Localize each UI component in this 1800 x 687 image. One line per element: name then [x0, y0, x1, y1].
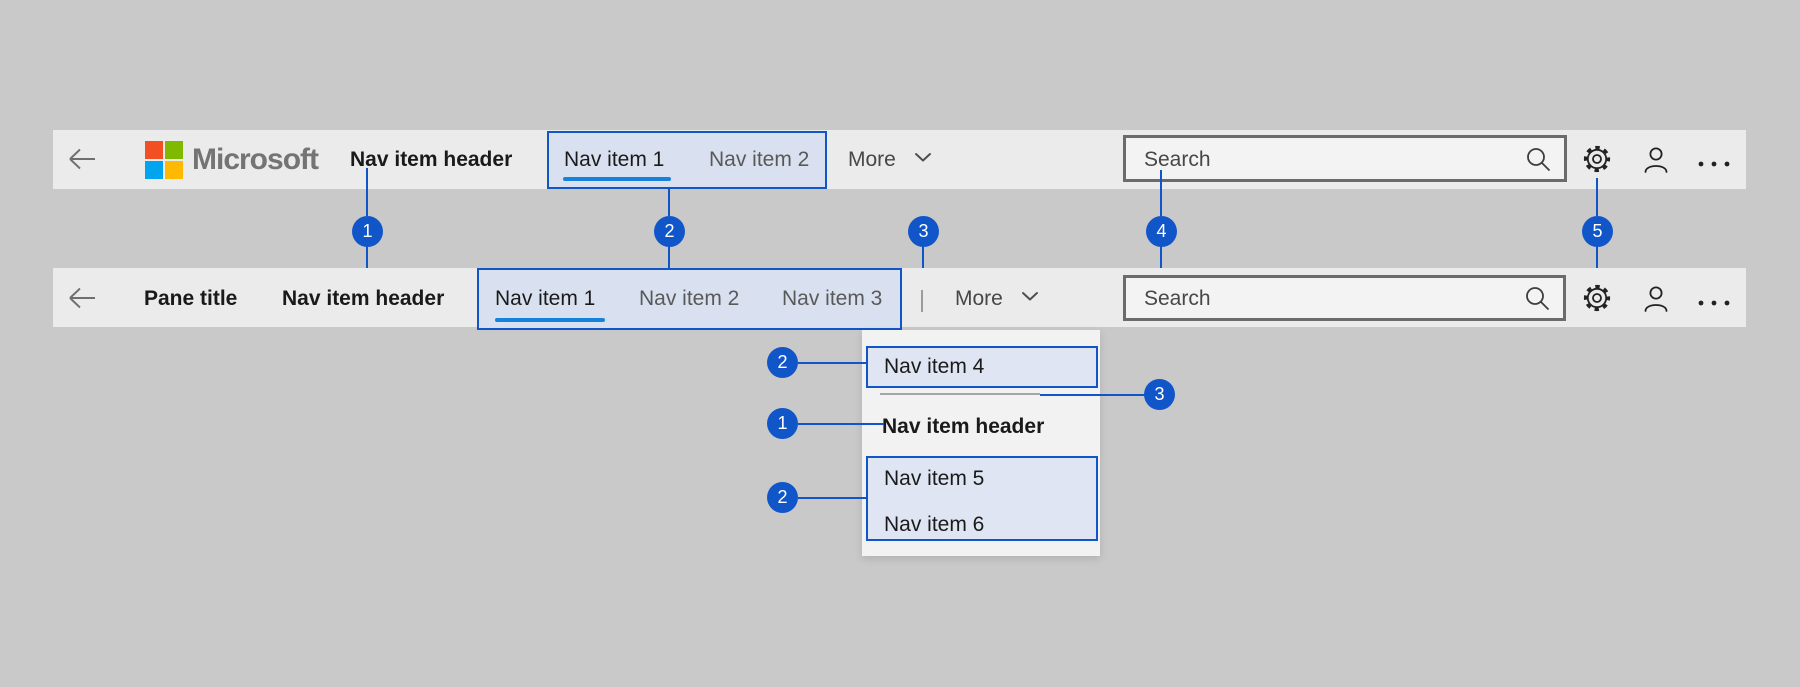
logo-square-blue: [145, 161, 163, 179]
callout-badge-2: 2: [654, 216, 685, 247]
top-account-button[interactable]: [1640, 144, 1672, 181]
callout-line: [1596, 178, 1598, 216]
callout-badge-3: 3: [908, 216, 939, 247]
pane-search-box: [1123, 275, 1566, 321]
gear-icon: [1583, 284, 1611, 312]
pane-nav-items-highlight-box: Nav item 1 Nav item 2 Nav item 3: [477, 268, 902, 330]
callout-line: [1040, 394, 1145, 396]
pane-account-button[interactable]: [1640, 283, 1672, 320]
microsoft-logo-icon[interactable]: [145, 141, 183, 179]
top-nav-item-header: Nav item header: [350, 148, 513, 171]
menu-callout-badge-2: 2: [767, 347, 798, 378]
callout-line: [798, 497, 866, 499]
person-icon: [1644, 147, 1668, 173]
menu-callout-badge-1: 1: [767, 408, 798, 439]
selected-nav-underline: [563, 177, 671, 181]
pane-nav-item-header: Nav item header: [282, 287, 445, 310]
top-settings-button[interactable]: [1580, 142, 1614, 181]
menu-nav-item-header: Nav item header: [882, 415, 1045, 438]
callout-line: [668, 189, 670, 216]
menu-nav-item-6[interactable]: Nav item 6: [884, 513, 985, 536]
ellipsis-icon: [1698, 161, 1730, 167]
back-arrow-button[interactable]: [67, 146, 97, 177]
top-search-input[interactable]: [1142, 138, 1453, 181]
menu-separator: [880, 393, 1040, 395]
overflow-divider: [921, 290, 923, 312]
pane-nav-item-1[interactable]: Nav item 1: [495, 287, 596, 310]
callout-badge-5: 5: [1582, 216, 1613, 247]
pane-more-label: More: [955, 287, 1003, 310]
callout-badge-4: 4: [1146, 216, 1177, 247]
menu-nav-item-5[interactable]: Nav item 5: [884, 467, 985, 490]
microsoft-wordmark[interactable]: Microsoft: [192, 143, 319, 176]
logo-square-yellow: [165, 161, 183, 179]
callout-line: [366, 168, 368, 216]
top-nav-item-2[interactable]: Nav item 2: [709, 148, 810, 171]
back-arrow-icon: [69, 287, 95, 309]
menu-callout-badge-3: 3: [1144, 379, 1175, 410]
callout-line: [668, 246, 670, 268]
gear-icon: [1583, 145, 1611, 173]
back-arrow-icon: [69, 148, 95, 170]
callout-badge-1: 1: [352, 216, 383, 247]
pane-back-arrow-button[interactable]: [67, 285, 97, 316]
top-more-label: More: [848, 148, 896, 171]
pane-title: Pane title: [144, 287, 238, 310]
top-more-options-button[interactable]: [1697, 155, 1731, 173]
menu-nav-item-4[interactable]: Nav item 4: [884, 355, 985, 378]
pane-search-input[interactable]: [1142, 278, 1452, 320]
search-icon[interactable]: [1524, 145, 1552, 173]
pane-nav-item-2[interactable]: Nav item 2: [639, 287, 740, 310]
pane-settings-button[interactable]: [1580, 281, 1614, 320]
top-more-button[interactable]: More: [848, 147, 932, 173]
menu-callout-badge-2b: 2: [767, 482, 798, 513]
chevron-down-icon: [1022, 292, 1039, 301]
logo-square-red: [145, 141, 163, 159]
callout-line: [798, 362, 866, 364]
header-items-highlight-box: Nav item 5 Nav item 6: [866, 456, 1098, 541]
overflow-item-highlight-box: Nav item 4: [866, 346, 1098, 388]
callout-line: [798, 423, 884, 425]
top-search-box: [1123, 135, 1567, 182]
pane-more-options-button[interactable]: [1697, 294, 1731, 312]
pane-more-button[interactable]: More: [955, 286, 1039, 312]
top-nav-item-1[interactable]: Nav item 1: [564, 148, 665, 171]
callout-line: [1160, 170, 1162, 216]
ellipsis-icon: [1698, 300, 1730, 306]
selected-nav-underline: [495, 318, 605, 322]
pane-nav-item-3[interactable]: Nav item 3: [782, 287, 883, 310]
top-nav-items-highlight-box: Nav item 1 Nav item 2: [547, 131, 827, 189]
search-icon[interactable]: [1523, 284, 1551, 312]
callout-line: [1596, 246, 1598, 288]
logo-square-green: [165, 141, 183, 159]
person-icon: [1644, 286, 1668, 312]
chevron-down-icon: [915, 153, 932, 162]
